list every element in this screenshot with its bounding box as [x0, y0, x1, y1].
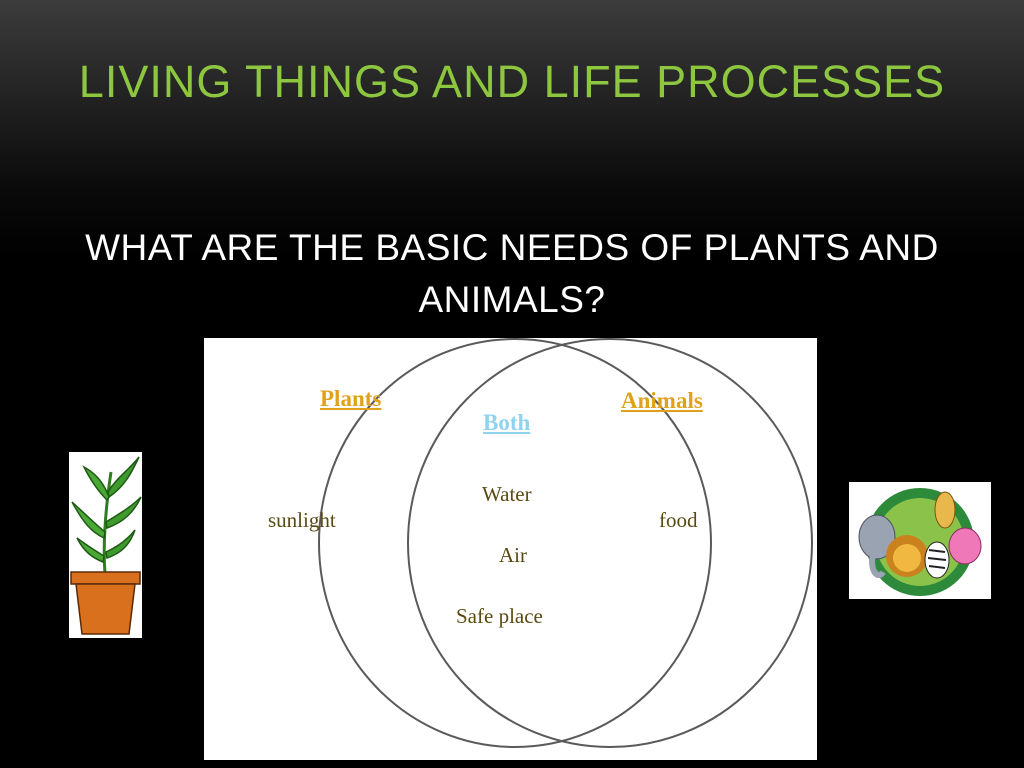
venn-diagram: Plants Both Animals sunlight Water Air S…: [204, 338, 817, 760]
plants-item-sunlight: sunlight: [268, 508, 336, 532]
potted-plant-image: [69, 452, 142, 638]
animals-circle: [407, 338, 813, 748]
animals-image: [849, 482, 991, 599]
animals-item-food: food: [659, 508, 698, 532]
plants-circle: [318, 338, 712, 748]
both-item-water: Water: [482, 482, 532, 506]
animals-label: Animals: [621, 388, 703, 413]
both-item-air: Air: [499, 543, 527, 567]
slide-title: LIVING THINGS AND LIFE PROCESSES: [78, 56, 946, 107]
plants-label: Plants: [320, 386, 382, 411]
venn-circles: [318, 338, 813, 748]
both-item-safe-place: Safe place: [456, 604, 543, 628]
both-label: Both: [483, 410, 531, 435]
slide-subtitle: WHAT ARE THE BASIC NEEDS OF PLANTS AND A…: [85, 227, 939, 320]
